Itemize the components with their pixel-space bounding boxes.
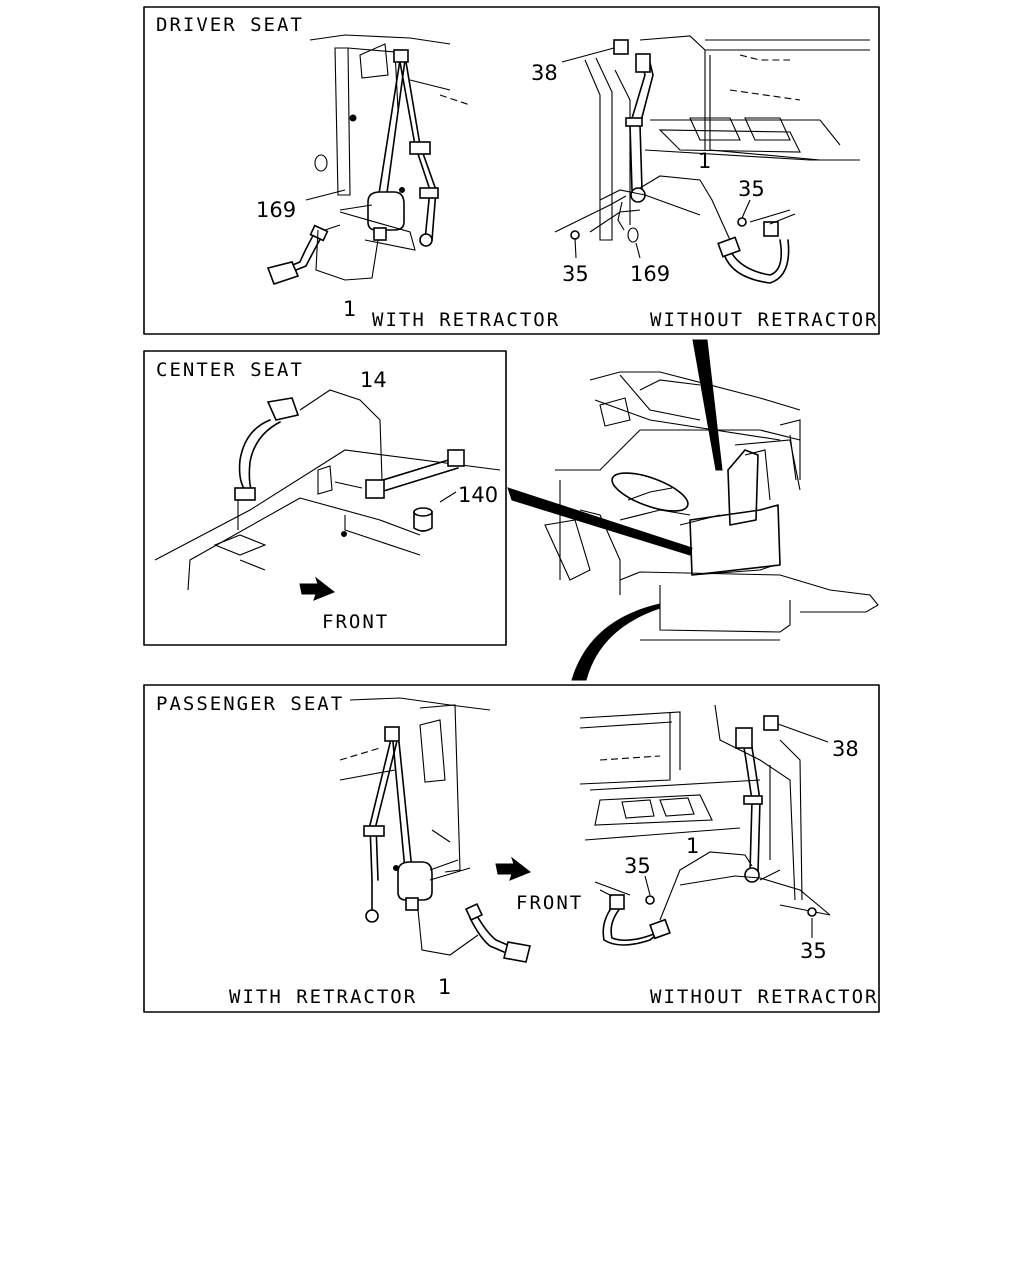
cab-overview-illustration bbox=[507, 339, 879, 681]
center-panel-frame bbox=[143, 350, 507, 646]
passenger-callout-35-left: 35 bbox=[624, 854, 651, 878]
driver-without-retractor-label: WITHOUT RETRACTOR bbox=[650, 309, 878, 331]
passenger-front-label: FRONT bbox=[516, 892, 583, 914]
driver-bolt-35-left bbox=[570, 230, 580, 240]
pointer-arrow-icon bbox=[571, 603, 661, 681]
driver-panel-frame bbox=[143, 6, 880, 335]
passenger-with-retractor-illustration: 1 bbox=[339, 697, 531, 999]
center-front-label: FRONT bbox=[322, 611, 389, 633]
passenger-without-retractor-label: WITHOUT RETRACTOR bbox=[650, 986, 878, 1008]
passenger-seat-panel: PASSENGER SEAT bbox=[143, 684, 880, 1013]
passenger-callout-1-right: 1 bbox=[686, 834, 699, 858]
center-callout-140: 140 bbox=[458, 483, 498, 507]
driver-callout-169-left: 169 bbox=[256, 198, 296, 222]
driver-without-retractor-illustration: 38 1 35 35 169 bbox=[531, 35, 870, 286]
passenger-callout-35-right: 35 bbox=[800, 939, 827, 963]
passenger-with-retractor-label: WITH RETRACTOR bbox=[229, 986, 417, 1008]
pointer-arrow-icon bbox=[507, 487, 693, 556]
center-panel-title: CENTER SEAT bbox=[156, 359, 304, 381]
center-belt-illustration: 14 140 bbox=[154, 368, 501, 601]
driver-with-retractor-label: WITH RETRACTOR bbox=[372, 309, 560, 331]
driver-panel-title: DRIVER SEAT bbox=[156, 14, 304, 36]
passenger-bolt-35-right bbox=[807, 907, 817, 917]
driver-anchor-38-part bbox=[613, 39, 629, 55]
passenger-panel-title: PASSENGER SEAT bbox=[156, 693, 344, 715]
driver-seat-panel: DRIVER SEAT bbox=[143, 6, 880, 335]
center-seat-panel: CENTER SEAT bbox=[143, 350, 507, 646]
passenger-callout-38: 38 bbox=[832, 737, 859, 761]
driver-callout-169-right: 169 bbox=[630, 262, 670, 286]
passenger-without-retractor-illustration: 38 35 1 35 bbox=[579, 704, 859, 963]
center-callout-14: 14 bbox=[360, 368, 387, 392]
front-direction-arrow-icon bbox=[299, 576, 335, 601]
driver-callout-35-right: 35 bbox=[738, 177, 765, 201]
front-direction-arrow-icon bbox=[495, 856, 531, 881]
driver-with-retractor-illustration: 169 1 bbox=[256, 34, 471, 321]
pointer-arrow-icon bbox=[692, 339, 723, 471]
passenger-callout-1-left: 1 bbox=[438, 975, 451, 999]
driver-callout-38: 38 bbox=[531, 61, 558, 85]
passenger-anchor-38-part bbox=[763, 715, 779, 731]
driver-callout-35-left: 35 bbox=[562, 262, 589, 286]
passenger-panel-frame bbox=[143, 684, 880, 1013]
driver-callout-1-right: 1 bbox=[698, 149, 711, 173]
driver-callout-1-left: 1 bbox=[343, 297, 356, 321]
